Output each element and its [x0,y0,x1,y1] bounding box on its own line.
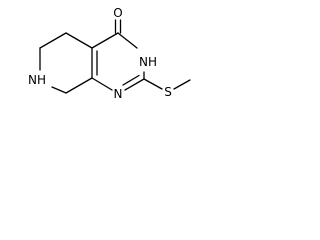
bond-n7-c8 [51,86,67,94]
chemical-structure: O NH N S NH [28,6,191,101]
bond-n1-c2-inner [122,74,140,86]
atom-label-sulfur: S [164,85,172,99]
bond-c2-s [143,78,163,90]
bond-c4-c4a [91,32,119,49]
bond-s-ch3 [173,79,191,90]
bond-n1-c2 [124,78,145,91]
bond-c4a-c5 [65,32,93,49]
atom-label-oxygen: O [113,6,122,20]
atom-label-n1: N [114,87,123,101]
atom-label-n3h: NH [139,55,157,69]
bond-c8a-n1 [91,77,113,91]
bond-n3-c4 [117,32,138,49]
atom-label-n7h: NH [28,73,46,87]
bond-c8-c8a [65,77,93,94]
bond-c5-c6 [39,32,67,49]
